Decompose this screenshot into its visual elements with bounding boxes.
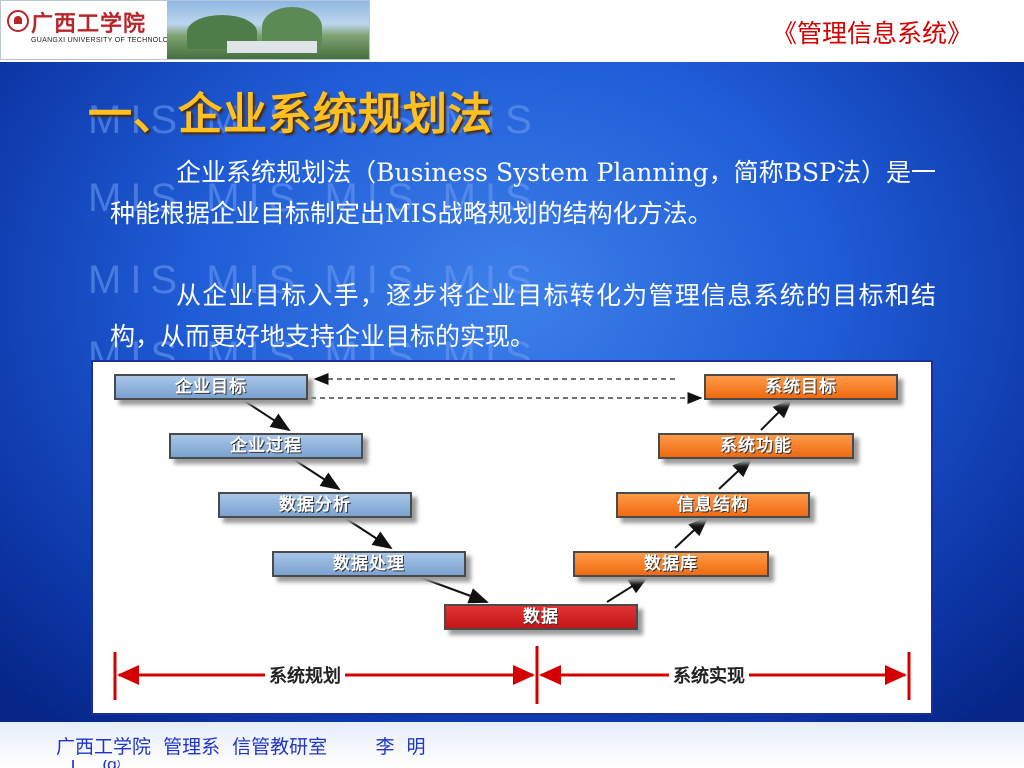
slide-title: 一、企业系统规划法 <box>88 89 493 140</box>
school-logo-name: 广西工学院 <box>31 11 147 37</box>
watermark-row: MIS MIS MIS MIS <box>88 258 541 302</box>
watermark-row: MIS MIS MIS MIS <box>88 98 541 142</box>
step-system-functions: 系统功能 <box>658 433 854 459</box>
footer-email-partial: l @ <box>70 760 131 768</box>
school-seal-icon <box>7 10 29 32</box>
step-enterprise-goals: 企业目标 <box>114 374 308 400</box>
school-logo: 广西工学院 GUANGXI UNIVERSITY OF TECHNOLOGY <box>0 0 370 60</box>
watermark-row: MIS MIS MIS MIS <box>88 176 541 220</box>
school-logo-english: GUANGXI UNIVERSITY OF TECHNOLOGY <box>31 37 180 44</box>
footer-credits: 广西工学院 管理系 信管教研室 李 明 <box>56 736 426 758</box>
step-enterprise-process: 企业过程 <box>169 433 363 459</box>
header-bar: 广西工学院 GUANGXI UNIVERSITY OF TECHNOLOGY 《… <box>0 0 1024 62</box>
step-data-processing: 数据处理 <box>272 551 466 577</box>
step-information-structure: 信息结构 <box>616 492 810 518</box>
bsp-diagram: 企业目标 企业过程 数据分析 数据处理 数据 系统目标 系统功能 信息结构 数据… <box>91 360 933 715</box>
step-database: 数据库 <box>573 551 769 577</box>
phase-label-implementation: 系统实现 <box>669 662 749 688</box>
diagram-arrows <box>113 373 911 704</box>
step-data: 数据 <box>444 604 638 630</box>
paragraph-definition: 企业系统规划法（Business System Planning，简称BSP法）… <box>110 158 936 228</box>
campus-photo <box>167 1 369 59</box>
paragraph-approach: 从企业目标入手，逐步将企业目标转化为管理信息系统的目标和结构，从而更好地支持企业… <box>110 281 936 351</box>
step-system-goals: 系统目标 <box>704 374 898 400</box>
course-title: 《管理信息系统》 <box>771 19 972 48</box>
step-data-analysis: 数据分析 <box>218 492 412 518</box>
footer-bar: 广西工学院 管理系 信管教研室 李 明 l @ <box>0 722 1024 768</box>
phase-label-planning: 系统规划 <box>265 662 345 688</box>
